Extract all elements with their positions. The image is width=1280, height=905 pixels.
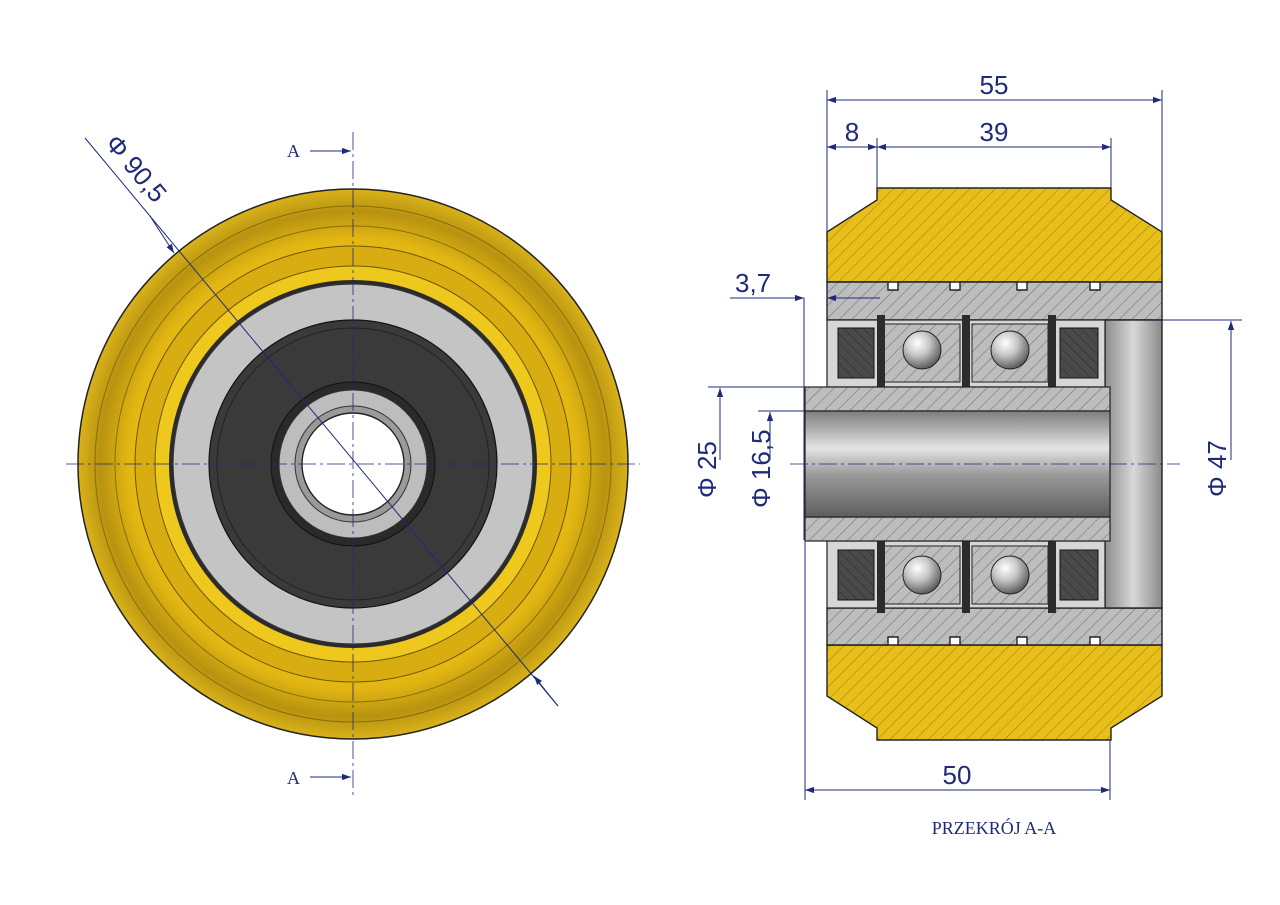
retaining-ring-bottom-2 — [962, 538, 970, 613]
ball-top-2 — [990, 330, 1030, 370]
outer-diameter-arrow-bottom — [533, 675, 559, 707]
retaining-ring-top-3 — [1048, 315, 1056, 390]
dim-55-label: 55 — [980, 70, 1009, 100]
bearing-seal-top-right — [1059, 327, 1099, 379]
ball-bottom-2 — [990, 555, 1030, 595]
outer-diameter-line — [84, 137, 559, 707]
dim-39-label: 39 — [980, 117, 1009, 147]
retaining-ring-bottom-1 — [877, 538, 885, 613]
section-dimensions: 55 8 39 3,7 Φ 25 Φ 16,5 Φ 47 50 PRZEKRÓJ… — [692, 70, 1242, 838]
retaining-ring-top-2 — [962, 315, 970, 390]
retaining-ring-bottom-3 — [1048, 538, 1056, 613]
ball-top-1 — [902, 330, 942, 370]
tyre-section-bottom — [826, 644, 1163, 741]
section-view — [790, 187, 1180, 741]
retaining-ring-top-1 — [877, 315, 885, 390]
front-view: Φ 90,5 A A — [66, 129, 640, 795]
section-mark-bottom: A — [287, 768, 351, 788]
hub-section-bottom — [826, 607, 1163, 646]
hub-section-top — [826, 281, 1163, 321]
dim-25-label: Φ 25 — [692, 441, 722, 498]
dim-50-label: 50 — [943, 760, 972, 790]
dim-8-label: 8 — [845, 117, 859, 147]
bearing-seal-bottom-left — [837, 549, 875, 601]
dim-16-5-label: Φ 16,5 — [746, 429, 776, 508]
section-mark-top-letter: A — [287, 141, 300, 161]
section-title: PRZEKRÓJ A-A — [932, 817, 1057, 838]
dim-3-7-label: 3,7 — [735, 268, 771, 298]
section-mark-top: A — [287, 141, 351, 161]
axle-sleeve-bottom — [804, 516, 1111, 542]
dim-47-label: Φ 47 — [1202, 440, 1232, 497]
axle-sleeve-top — [804, 386, 1111, 412]
outer-diameter-arrow-top — [149, 215, 175, 254]
bearing-seal-bottom-right — [1059, 549, 1099, 601]
tyre-section-top — [826, 187, 1163, 283]
bearing-seal-top-left — [837, 327, 875, 379]
ball-bottom-1 — [902, 555, 942, 595]
section-mark-bottom-letter: A — [287, 768, 300, 788]
